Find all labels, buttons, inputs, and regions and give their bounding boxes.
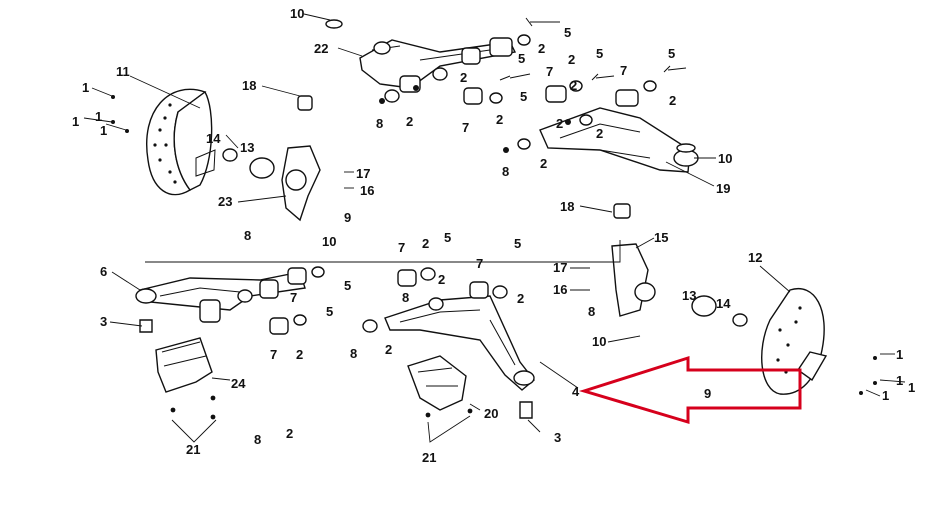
callout-label: 14 [716, 296, 731, 311]
callout-label: 10 [290, 6, 304, 21]
callout-label: 8 [350, 346, 357, 361]
callout-label: 20 [484, 406, 498, 421]
callout-label: 2 [568, 52, 575, 67]
callout-label: 16 [360, 183, 374, 198]
callout-label: 7 [462, 120, 469, 135]
callout-label: 5 [564, 25, 571, 40]
callout-label: 8 [402, 290, 409, 305]
callout-label: 10 [322, 234, 336, 249]
callout-label: 7 [546, 64, 553, 79]
callout-label: 1 [95, 109, 102, 124]
callout-label: 2 [596, 126, 603, 141]
callout-label: 14 [206, 131, 221, 146]
brake-disc-left [146, 88, 213, 196]
callout-label: 8 [502, 164, 509, 179]
callout-label: 7 [398, 240, 405, 255]
callout-label: 1 [896, 347, 903, 362]
callout-label: 17 [553, 260, 567, 275]
callout-label: 21 [186, 442, 200, 457]
callout-label: 2 [422, 236, 429, 251]
callout-label: 2 [460, 70, 467, 85]
upper-a-arm-right [539, 107, 699, 173]
callout-label: 8 [588, 304, 595, 319]
callout-label: 7 [476, 256, 483, 271]
callout-labels: 10 22 5 2 5 2 2 5 5 2 7 7 2 2 5 2 8 2 7 … [72, 6, 915, 465]
steering-knuckle-left [195, 95, 321, 222]
callout-label: 2 [286, 426, 293, 441]
brake-disc-right [761, 287, 828, 395]
callout-label: 10 [718, 151, 732, 166]
callout-label: 18 [560, 199, 574, 214]
top-bolts [379, 17, 687, 153]
callout-label: 2 [570, 78, 577, 93]
callout-label: 13 [240, 140, 254, 155]
callout-label: 2 [496, 112, 503, 127]
callout-label: 19 [716, 181, 730, 196]
callout-label: 21 [422, 450, 436, 465]
callout-label: 6 [100, 264, 107, 279]
callout-label: 7 [290, 290, 297, 305]
callout-label: 5 [518, 51, 525, 66]
callout-label: 15 [654, 230, 668, 245]
callout-label: 22 [314, 41, 328, 56]
callout-label: 5 [668, 46, 675, 61]
callout-label: 2 [406, 114, 413, 129]
leader-lines [83, 13, 906, 443]
callout-label: 17 [356, 166, 370, 181]
callout-label: 2 [385, 342, 392, 357]
callout-label: 12 [748, 250, 762, 265]
top-bushings [325, 19, 696, 153]
callout-label: 2 [296, 347, 303, 362]
callout-label: 5 [344, 278, 351, 293]
callout-label: 13 [682, 288, 696, 303]
callout-label: 9 [704, 386, 711, 401]
callout-label: 2 [517, 291, 524, 306]
callout-label: 1 [896, 373, 903, 388]
ball-joints [111, 95, 877, 420]
callout-label: 5 [326, 304, 333, 319]
callout-label: 9 [344, 210, 351, 225]
callout-label: 2 [438, 272, 445, 287]
callout-label: 8 [254, 432, 261, 447]
callout-label: 1 [908, 380, 915, 395]
lower-a-arm-left [135, 266, 325, 335]
callout-label: 1 [882, 388, 889, 403]
callout-label: 8 [376, 116, 383, 131]
highlight-arrow [578, 355, 802, 425]
callout-label: 5 [596, 46, 603, 61]
callout-label: 4 [572, 384, 580, 399]
lower-a-arm-right [362, 267, 535, 391]
skid-guard-right [407, 355, 467, 411]
callout-label: 24 [231, 376, 246, 391]
callout-label: 3 [554, 430, 561, 445]
callout-label: 2 [538, 41, 545, 56]
callout-label: 1 [72, 114, 79, 129]
callout-label: 1 [82, 80, 89, 95]
callout-label: 2 [556, 116, 563, 131]
callout-label: 7 [620, 63, 627, 78]
callout-label: 10 [592, 334, 606, 349]
callout-label: 2 [540, 156, 547, 171]
callout-label: 7 [270, 347, 277, 362]
callout-label: 5 [514, 236, 521, 251]
callout-label: 5 [520, 89, 527, 104]
callout-label: 2 [669, 93, 676, 108]
parts-drawing [111, 17, 877, 420]
callout-label: 18 [242, 78, 256, 93]
steering-knuckle-right [611, 203, 748, 327]
callout-label: 3 [100, 314, 107, 329]
callout-label: 1 [100, 123, 107, 138]
callout-label: 5 [444, 230, 451, 245]
skid-guard-left [155, 337, 213, 393]
callout-label: 23 [218, 194, 232, 209]
callout-label: 11 [116, 64, 130, 79]
callout-label: 8 [244, 228, 251, 243]
callout-label: 16 [553, 282, 567, 297]
